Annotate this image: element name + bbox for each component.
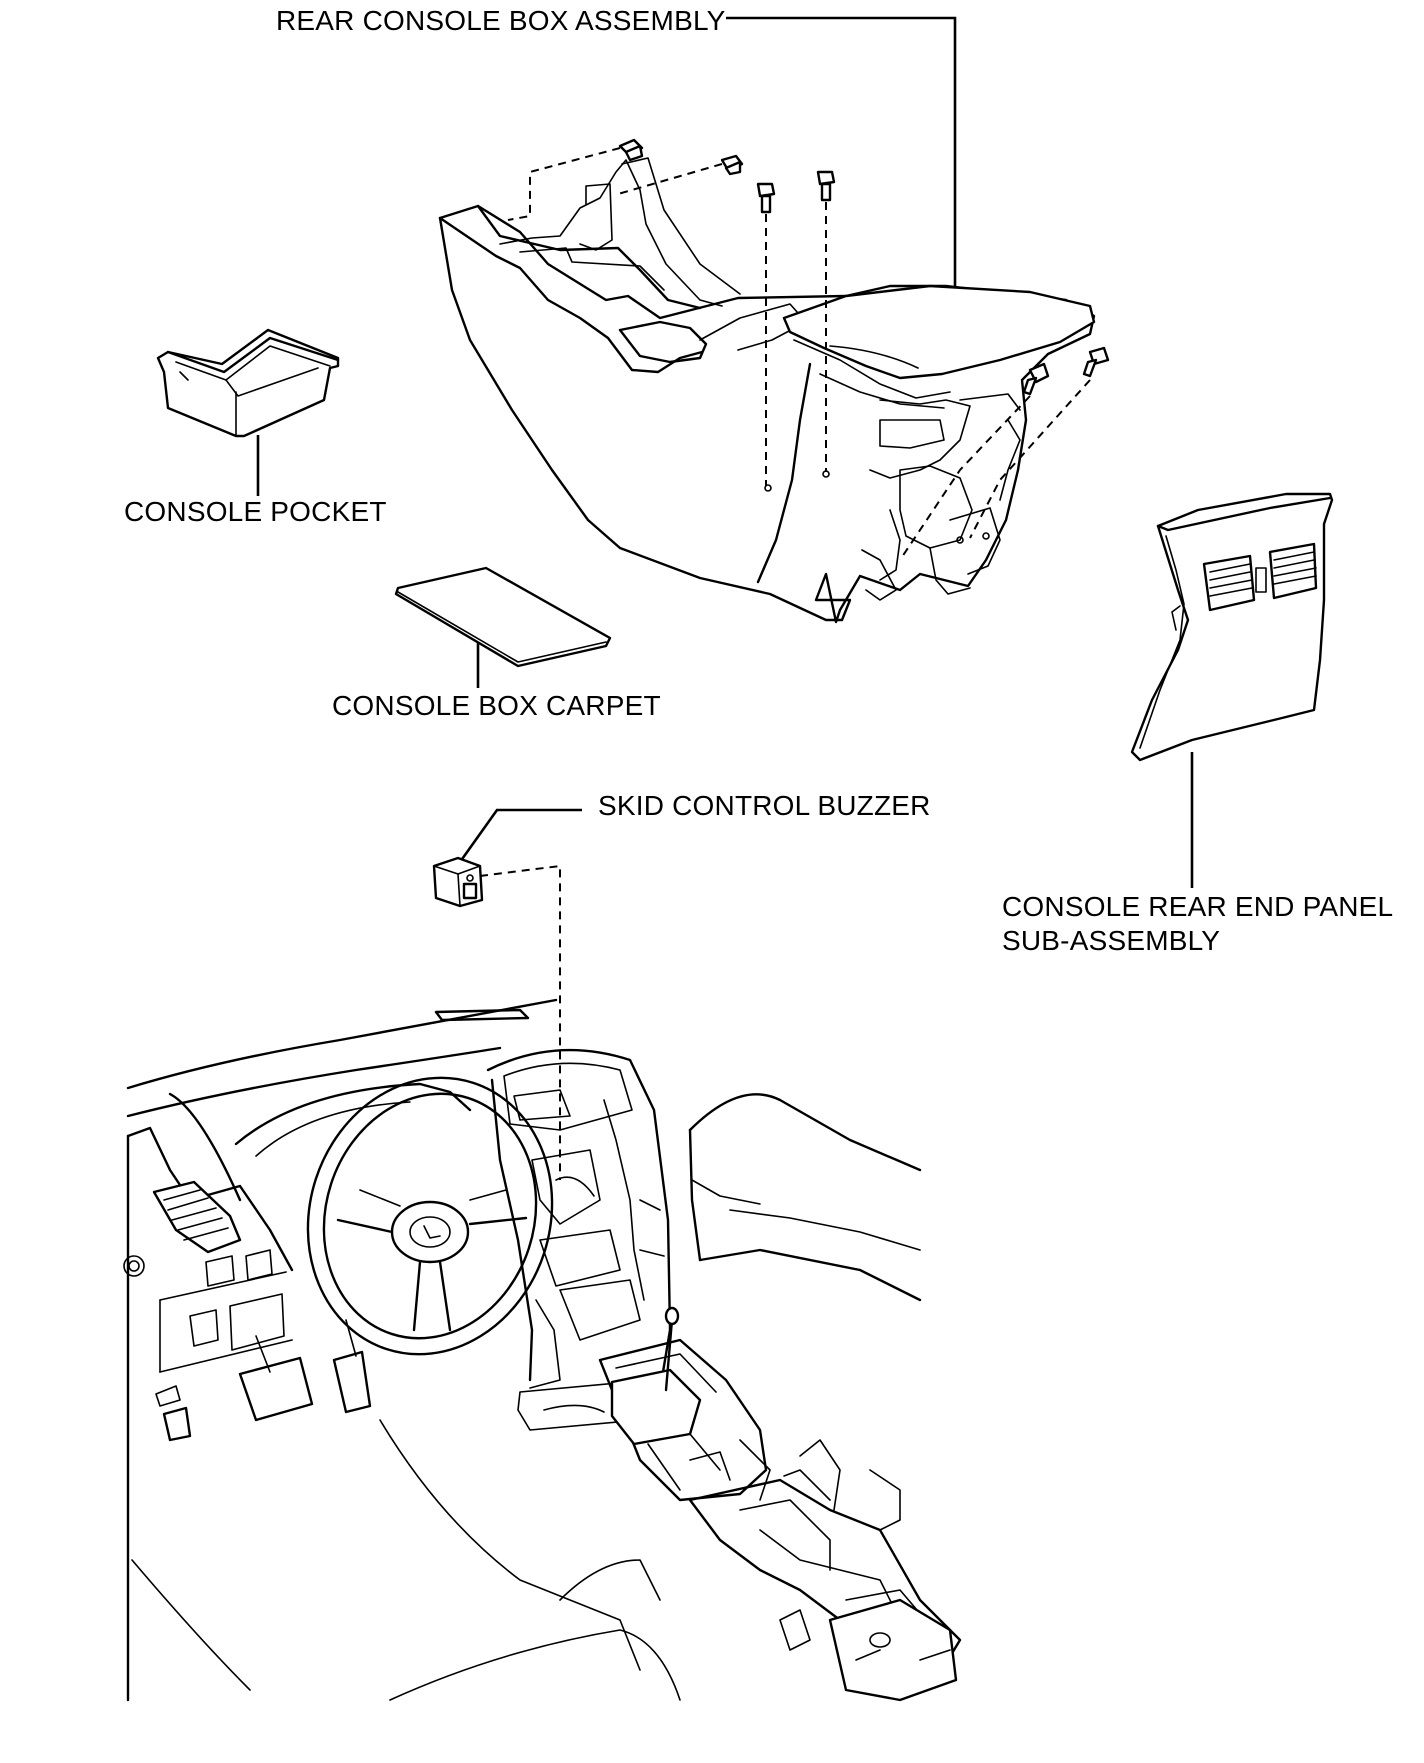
leader-rear-console <box>726 16 957 292</box>
vehicle-interior <box>123 998 962 1702</box>
vent-icon <box>152 1180 242 1254</box>
label-console-pocket: CONSOLE POCKET <box>124 496 387 527</box>
console-pocket <box>156 328 340 438</box>
bolt-icon <box>720 154 744 176</box>
leader-lines <box>256 16 1194 888</box>
bolt-icon <box>756 182 776 214</box>
label-console-rear-end-panel-line1: CONSOLE REAR END PANEL <box>1002 891 1394 922</box>
console-box-carpet <box>394 566 612 668</box>
label-rear-console-box-assembly: REAR CONSOLE BOX ASSEMBLY <box>276 5 726 36</box>
label-console-rear-end-panel: CONSOLE REAR END PANEL SUB-ASSEMBLY <box>1002 890 1393 958</box>
bolt-icon <box>1022 362 1050 396</box>
shift-console <box>598 1306 771 1502</box>
console-rear-end-panel <box>1130 492 1334 762</box>
bolt-icon <box>1082 346 1110 378</box>
label-console-rear-end-panel-line2: SUB-ASSEMBLY <box>1002 925 1221 956</box>
vent-icon <box>1202 554 1256 612</box>
leader-skid-buzzer <box>458 808 582 863</box>
bolt-icon <box>618 138 644 162</box>
console-bolts <box>618 138 1110 396</box>
assembly-guides <box>507 147 1091 561</box>
floor-console-bracket <box>688 1439 962 1702</box>
skid-control-buzzer <box>432 856 561 1180</box>
vent-icon <box>1268 542 1318 600</box>
label-skid-control-buzzer: SKID CONTROL BUZZER <box>598 790 931 821</box>
label-console-box-carpet: CONSOLE BOX CARPET <box>332 690 661 721</box>
center-stack <box>486 1048 672 1431</box>
steering-wheel <box>306 1076 554 1356</box>
bolt-icon <box>816 170 836 202</box>
